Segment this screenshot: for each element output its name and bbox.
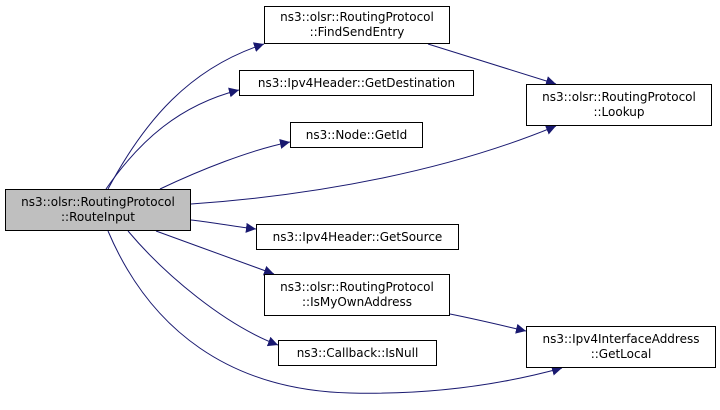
node-get-local-line2: ::GetLocal	[590, 347, 652, 361]
node-find-send-entry-line2: ::FindSendEntry	[309, 25, 405, 39]
node-route-input-line2: ::RouteInput	[61, 210, 135, 224]
edge-route-input-to-callback-is-null	[127, 230, 279, 347]
node-callback-is-null-line1: ns3::Callback::IsNull	[296, 345, 419, 360]
edge-route-input-to-get-destination	[105, 87, 240, 190]
node-is-my-own-address-line1: ns3::olsr::RoutingProtocol	[280, 280, 434, 294]
edge-route-input-to-node-get-id	[159, 139, 291, 190]
edge-route-input-to-get-local	[107, 230, 563, 394]
node-is-my-own-address[interactable]: ns3::olsr::RoutingProtocol ::IsMyOwnAddr…	[264, 274, 450, 316]
node-callback-is-null[interactable]: ns3::Callback::IsNull	[278, 340, 437, 366]
node-get-source[interactable]: ns3::Ipv4Header::GetSource	[256, 224, 459, 250]
node-find-send-entry[interactable]: ns3::olsr::RoutingProtocol ::FindSendEnt…	[264, 6, 450, 44]
edge-route-input-to-is-my-own-address	[155, 230, 275, 276]
edge-route-input-to-find-send-entry	[107, 42, 265, 190]
edge-is-my-own-address-to-get-local	[449, 313, 527, 334]
node-get-destination-line1: ns3::Ipv4Header::GetDestination	[257, 75, 456, 90]
node-lookup-line2: ::Lookup	[593, 105, 645, 119]
node-find-send-entry-line1: ns3::olsr::RoutingProtocol	[280, 10, 434, 24]
edge-find-send-entry-to-lookup	[427, 43, 557, 86]
node-lookup-line1: ns3::olsr::RoutingProtocol	[542, 90, 696, 104]
node-get-source-line1: ns3::Ipv4Header::GetSource	[272, 229, 443, 244]
edge-route-input-to-get-source	[190, 219, 257, 233]
node-get-id[interactable]: ns3::Node::GetId	[290, 122, 423, 148]
node-is-my-own-address-line2: ::IsMyOwnAddress	[302, 295, 412, 309]
node-get-local[interactable]: ns3::Ipv4InterfaceAddress ::GetLocal	[526, 326, 716, 368]
node-get-local-line1: ns3::Ipv4InterfaceAddress	[542, 332, 700, 346]
node-route-input[interactable]: ns3::olsr::RoutingProtocol ::RouteInput	[5, 189, 191, 231]
node-route-input-line1: ns3::olsr::RoutingProtocol	[21, 195, 175, 209]
node-get-destination[interactable]: ns3::Ipv4Header::GetDestination	[239, 70, 474, 96]
node-get-id-line1: ns3::Node::GetId	[305, 127, 408, 142]
edge-route-input-to-lookup	[190, 125, 557, 205]
node-lookup[interactable]: ns3::olsr::RoutingProtocol ::Lookup	[526, 84, 712, 126]
